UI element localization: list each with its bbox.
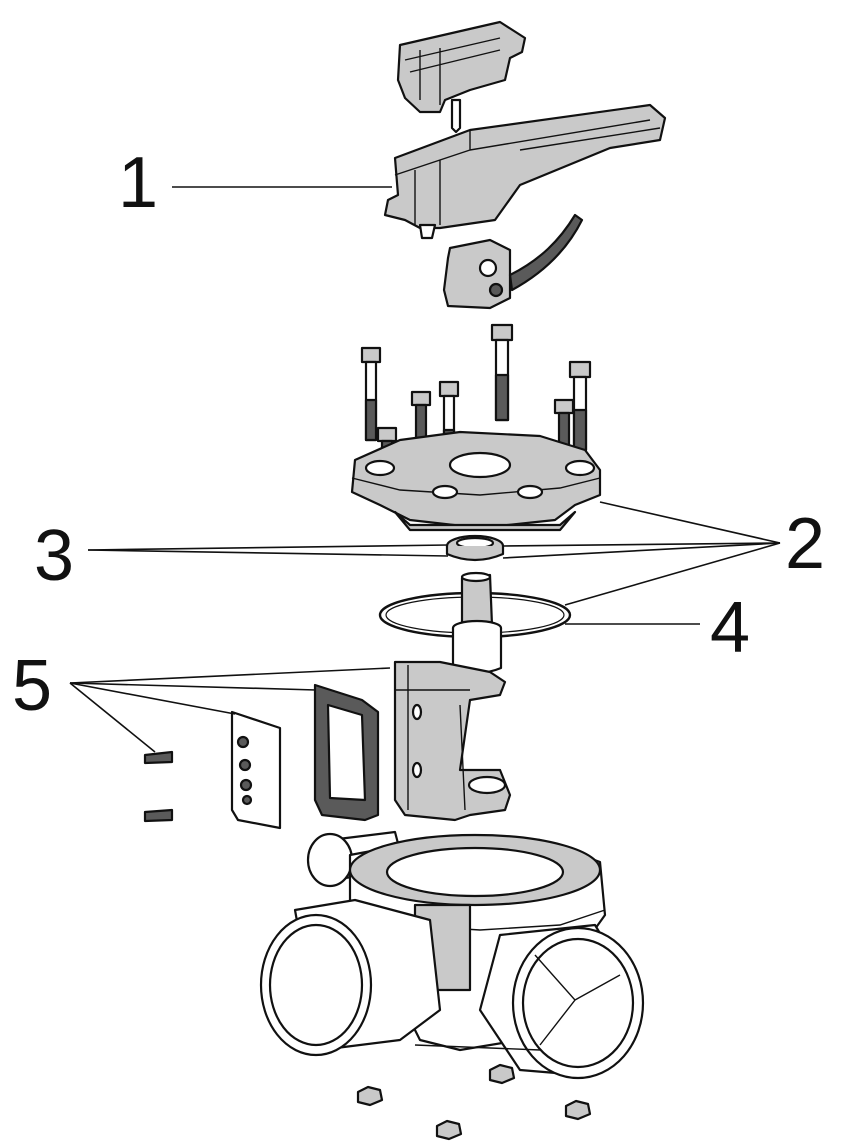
- bolt: [360, 346, 382, 442]
- nuts: [356, 1063, 592, 1141]
- gasket-frame: [313, 683, 380, 822]
- valve-lid: [350, 430, 602, 532]
- diverter: [393, 660, 512, 822]
- leader-lines: [69, 186, 781, 753]
- callout-5: 5: [12, 646, 52, 726]
- bolt: [490, 323, 514, 422]
- handle-cap: [396, 20, 527, 134]
- diverter-shaft: [451, 571, 503, 675]
- lock-block: [442, 213, 584, 310]
- callout-3: 3: [34, 516, 74, 596]
- callout-4: 4: [710, 588, 750, 668]
- bolt: [568, 360, 592, 452]
- valve-body: [259, 830, 645, 1080]
- screws: [143, 750, 174, 823]
- callout-1: 1: [118, 143, 158, 223]
- callout-2: 2: [785, 504, 825, 584]
- seal-plate: [230, 710, 282, 830]
- handle: [383, 103, 667, 240]
- shaft-seal: [445, 534, 505, 562]
- bolt: [410, 390, 432, 442]
